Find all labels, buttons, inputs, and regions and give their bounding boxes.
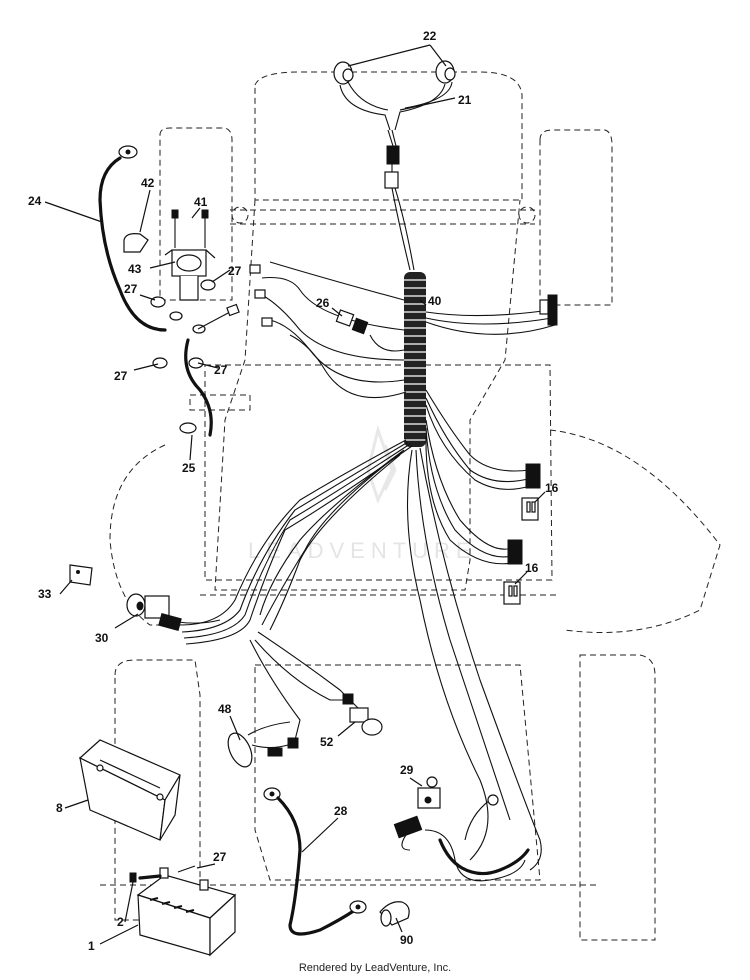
watermark-logo: LEADVENTURE	[248, 424, 477, 563]
headlight-assembly	[333, 60, 456, 271]
callout-21: 21	[458, 93, 472, 107]
watermark-text: LEADVENTURE	[248, 538, 477, 563]
callout-8: 8	[56, 801, 63, 815]
ignition-switch	[126, 593, 221, 631]
callout-2: 2	[117, 915, 124, 929]
callout-25: 25	[182, 461, 196, 475]
callout-28: 28	[334, 804, 348, 818]
callout-leaders	[44, 44, 546, 945]
callout-41: 41	[194, 195, 208, 209]
footer-credit: Rendered by LeadVenture, Inc.	[298, 962, 452, 974]
callout-22: 22	[423, 29, 437, 43]
callout-24: 24	[28, 194, 42, 208]
callout-27-lower-right: 27	[214, 363, 228, 377]
callout-1: 1	[88, 939, 95, 953]
callout-27-lower-left: 27	[114, 369, 128, 383]
battery	[129, 865, 237, 957]
terminal-boot	[379, 901, 410, 927]
callout-16-upper: 16	[545, 481, 559, 495]
rear-lamps	[227, 707, 383, 768]
callout-43: 43	[128, 262, 142, 276]
tractor-phantom-outline	[100, 71, 721, 941]
callout-27-battery: 27	[213, 850, 227, 864]
callout-27-top: 27	[228, 264, 242, 278]
seat-switch	[393, 776, 530, 882]
callout-30: 30	[95, 631, 109, 645]
rear-modules	[503, 497, 539, 605]
callout-90: 90	[400, 933, 414, 947]
battery-cable	[263, 787, 367, 936]
callout-27-left: 27	[124, 282, 138, 296]
harness-wires	[179, 261, 558, 871]
callout-40: 40	[428, 294, 442, 308]
battery-box	[78, 739, 181, 841]
callout-26: 26	[316, 296, 330, 310]
ignition-key	[69, 564, 93, 586]
callout-42: 42	[141, 176, 155, 190]
callout-52: 52	[320, 735, 334, 749]
main-harness-loom	[404, 272, 426, 447]
solenoid-cable-group	[98, 145, 273, 437]
callout-33: 33	[38, 587, 52, 601]
callout-48: 48	[218, 702, 232, 716]
callout-16-lower: 16	[525, 561, 539, 575]
callout-29: 29	[400, 763, 414, 777]
callout-labels: 22 21 24 42 41 43 27 27 27 27 25 26 40 1…	[28, 29, 559, 953]
